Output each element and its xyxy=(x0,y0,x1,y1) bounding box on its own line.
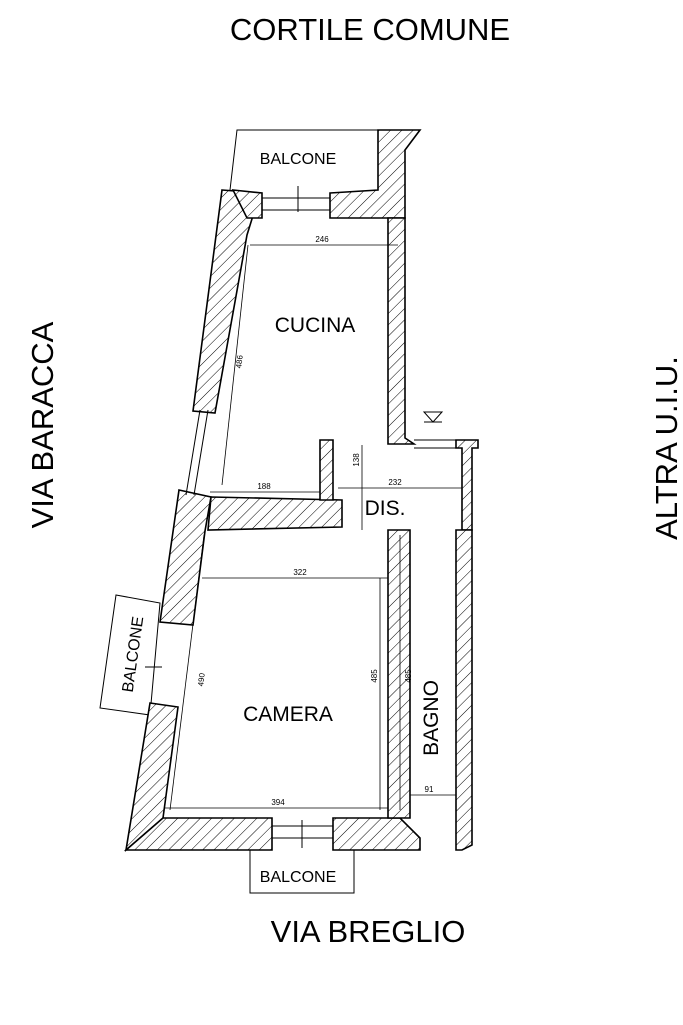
dim-hall-height: 138 xyxy=(352,453,361,467)
walls xyxy=(123,129,479,853)
openings xyxy=(185,197,456,839)
room-label-kitchen: CUCINA xyxy=(275,314,356,337)
dim-bedroom-width-bottom: 394 xyxy=(271,798,285,807)
street-label-top: CORTILE COMUNE xyxy=(230,12,510,47)
room-label-bedroom: CAMERA xyxy=(243,703,333,726)
balcony-bottom-label: BALCONE xyxy=(260,869,336,886)
street-label-bottom: VIA BREGLIO xyxy=(271,914,466,949)
street-label-left: VIA BARACCA xyxy=(25,321,60,528)
dim-bedroom-width-top: 322 xyxy=(293,568,307,577)
dim-bath-width: 91 xyxy=(425,785,434,794)
dim-hall-left: 188 xyxy=(257,482,271,491)
dimension-lines xyxy=(165,244,462,811)
balcony-left-label: BALCONE xyxy=(120,615,147,693)
dim-bath-height: 485 xyxy=(404,669,413,683)
dim-bedroom-height-right: 485 xyxy=(370,669,379,683)
dim-hall-right: 232 xyxy=(388,478,402,487)
balcony-left: BALCONE xyxy=(99,594,162,716)
room-label-bath: BAGNO xyxy=(420,680,443,756)
balcony-bottom: BALCONE xyxy=(249,820,355,894)
dim-kitchen-height: 486 xyxy=(234,354,244,369)
balcony-top-label: BALCONE xyxy=(260,151,336,168)
street-label-right: ALTRA U.I.U. xyxy=(649,356,683,540)
dim-bedroom-height-left: 490 xyxy=(196,672,206,687)
dim-kitchen-width: 246 xyxy=(315,235,329,244)
room-label-hall: DIS. xyxy=(365,497,406,520)
